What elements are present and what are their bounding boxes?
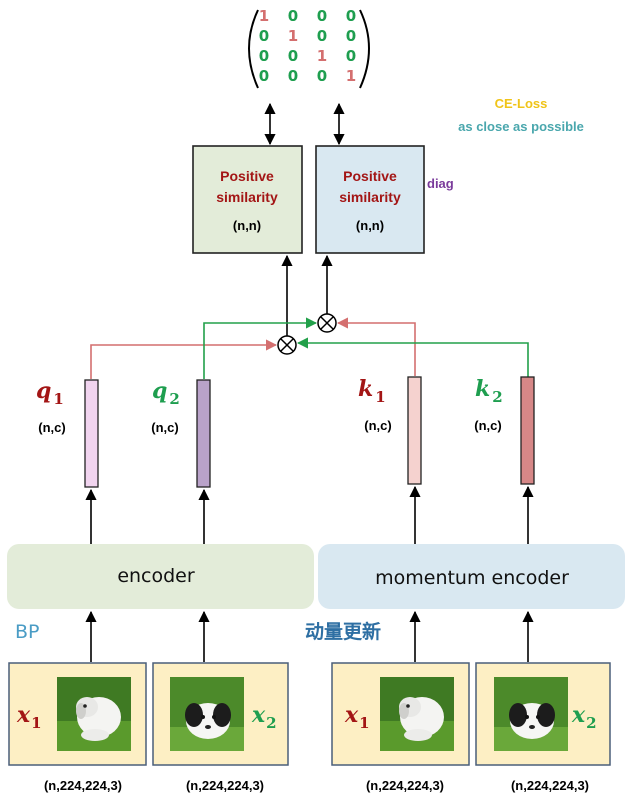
diag-label: diag: [427, 176, 454, 191]
black-white-dog-photo: [170, 677, 244, 751]
similarity-box-right-rect: [315, 145, 425, 254]
close-label: as close as possible: [458, 119, 584, 134]
matrix-cell: 0: [259, 47, 269, 65]
input-shape-label: (n,224,224,3): [186, 778, 264, 793]
similarity-shape: (n,n): [356, 218, 384, 233]
momentum-encoder-label: momentum encoder: [375, 567, 569, 589]
similarity-shape: (n,n): [233, 218, 261, 233]
input-x1-symbol: x1: [16, 702, 42, 732]
black-white-dog-photo: [494, 677, 568, 751]
encoder-label: encoder: [117, 565, 195, 587]
matrix-cell: 0: [259, 67, 269, 85]
identity-matrix: 1 0 0 0 0 1 0 0 0 0 1 0 0 0 0 1: [248, 7, 370, 89]
matrix-cell: 0: [288, 47, 298, 65]
matrix-right-paren: [359, 9, 370, 89]
feature-k1-bar: [407, 376, 422, 485]
matrix-left-paren: [248, 9, 259, 89]
matrix-cell: 1: [346, 67, 356, 85]
matrix-cell: 1: [259, 7, 269, 25]
matrix-cell: 0: [259, 27, 269, 45]
similarity-box-left: Positive similarity (n,n): [192, 145, 303, 254]
similarity-box-left-rect: [192, 145, 303, 254]
matrix-cell: 1: [288, 27, 298, 45]
white-dog-photo: [57, 677, 131, 751]
input-box-x1-left: x1: [8, 662, 147, 766]
input-box-x2-left: x2: [152, 662, 289, 766]
input-shape-label: (n,224,224,3): [511, 778, 589, 793]
feature-q1-shape: (n,c): [38, 420, 65, 435]
input-box-x2-right: x2: [475, 662, 611, 766]
matrix-cell: 0: [346, 7, 356, 25]
momentum-encoder-rect: [318, 544, 625, 609]
similarity-title-line2: similarity: [216, 189, 278, 205]
similarity-box-right: Positive similarity (n,n): [315, 145, 425, 254]
input-box-x1-right: x1: [331, 662, 470, 766]
encoder-block: encoder: [7, 544, 314, 609]
input-shape-label: (n,224,224,3): [366, 778, 444, 793]
white-dog-photo: [380, 677, 454, 751]
feature-k1-shape: (n,c): [364, 418, 391, 433]
feature-q1-bar: [84, 379, 99, 488]
similarity-title-line1: Positive: [220, 168, 274, 184]
k2-connector-arrow: [296, 337, 529, 377]
feature-q2-bar: [196, 379, 211, 488]
matrix-cell: 0: [288, 67, 298, 85]
similarity-title-line2: similarity: [339, 189, 401, 205]
q2-connector-arrow: [203, 317, 318, 379]
k1-connector-arrow: [336, 317, 416, 376]
matrix-cell: 0: [317, 7, 327, 25]
matrix-cell: 0: [317, 27, 327, 45]
matrix-cell: 0: [288, 7, 298, 25]
matrix-cells: 1 0 0 0 0 1 0 0 0 0 1 0 0 0 0 1: [259, 7, 356, 85]
encoder-rect: [7, 544, 314, 609]
multiply-operator-lower: [277, 335, 297, 355]
feature-k2-bar: [520, 376, 535, 485]
ce-loss-label: CE-Loss: [495, 96, 548, 111]
input-x1-symbol: x1: [344, 702, 370, 732]
input-x2-symbol: x2: [251, 702, 277, 732]
feature-k2-shape: (n,c): [474, 418, 501, 433]
feature-q2-shape: (n,c): [151, 420, 178, 435]
momentum-update-label: 动量更新: [305, 620, 381, 643]
q1-connector-arrow: [90, 339, 278, 379]
matrix-cell: 0: [346, 47, 356, 65]
input-shape-label: (n,224,224,3): [44, 778, 122, 793]
matrix-cell: 1: [317, 47, 327, 65]
bp-label: BP: [15, 621, 40, 643]
matrix-cell: 0: [346, 27, 356, 45]
similarity-title-line1: Positive: [343, 168, 397, 184]
input-x2-symbol: x2: [571, 702, 597, 732]
momentum-encoder-block: momentum encoder: [318, 544, 625, 609]
multiply-operator-upper: [317, 313, 337, 333]
matrix-cell: 0: [317, 67, 327, 85]
